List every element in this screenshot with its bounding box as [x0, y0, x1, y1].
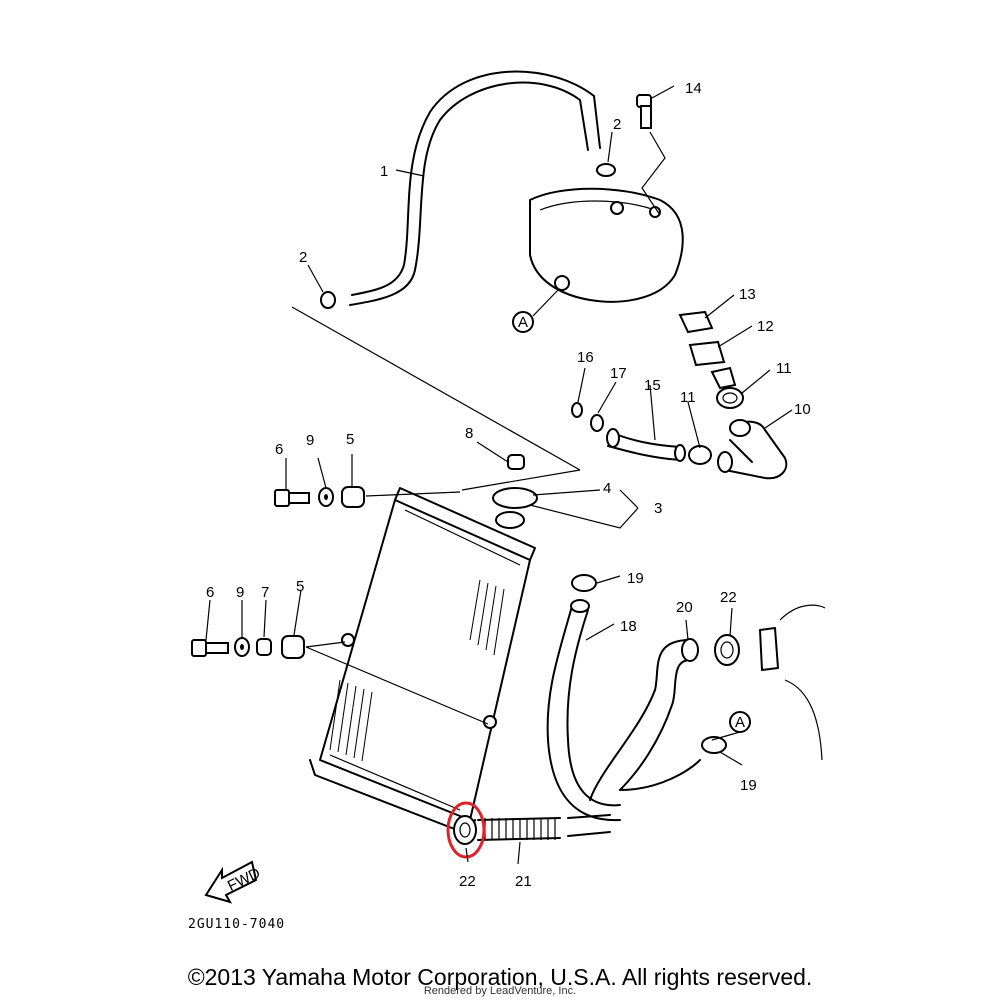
leader-lines — [205, 85, 793, 865]
bolt-6-upper — [274, 489, 310, 507]
overflow-hose — [349, 70, 601, 306]
callout-labels: 1 2 2 3 4 5 5 6 6 7 8 9 9 10 11 11 12 13… — [206, 80, 811, 890]
hose-10 — [717, 419, 788, 480]
radiator-cap-4 — [492, 487, 538, 529]
engine-outlet-fitting — [759, 604, 826, 761]
coolant-reservoir-tank — [529, 187, 684, 303]
svg-text:A: A — [518, 314, 528, 331]
damper-8 — [507, 454, 525, 470]
collar-7 — [256, 638, 272, 656]
reference-marker-a-upper: A — [512, 289, 559, 333]
callout-2: 2 — [299, 249, 307, 266]
callout-18: 18 — [620, 618, 637, 635]
callout-11: 11 — [776, 360, 792, 377]
callout-9: 9 — [306, 432, 314, 449]
pipe-15 — [606, 428, 686, 462]
hose-clamp-19-upper — [571, 574, 597, 592]
grommet-5-upper — [341, 486, 365, 508]
callout-20: 20 — [676, 599, 693, 616]
callout-16: 16 — [577, 349, 594, 366]
callout-13: 13 — [739, 286, 756, 303]
callout-22: 22 — [720, 589, 737, 606]
callout-19: 19 — [740, 777, 757, 794]
highlight-ring — [446, 801, 486, 859]
reference-marker-a-lower: A — [729, 711, 751, 733]
render-credit: Rendered by LeadVenture, Inc. — [423, 985, 577, 997]
o-ring-16 — [571, 402, 583, 418]
callout-21: 21 — [515, 873, 532, 890]
hose-clamp-19-lower — [701, 736, 727, 754]
callout-5: 5 — [296, 578, 304, 595]
plate-12 — [688, 340, 726, 367]
hose-clamp-11-upper — [716, 387, 744, 409]
callout-22: 22 — [459, 873, 476, 890]
callout-4: 4 — [603, 480, 611, 497]
callout-8: 8 — [465, 425, 473, 442]
gasket-13 — [678, 310, 714, 334]
washer-9-upper — [318, 487, 334, 507]
callout-19: 19 — [627, 570, 644, 587]
callout-9: 9 — [236, 584, 244, 601]
hose-clamp-22-upper — [714, 634, 740, 666]
callout-2: 2 — [613, 116, 621, 133]
hose-clip-2-upper — [596, 163, 616, 177]
copyright-notice: ©2013 Yamaha Motor Corporation, U.S.A. A… — [187, 964, 813, 990]
callout-1: 1 — [380, 163, 388, 180]
callout-15: 15 — [644, 377, 661, 394]
pipe-20 — [589, 638, 701, 801]
callout-11: 11 — [680, 389, 696, 406]
callout-5: 5 — [346, 431, 354, 448]
callout-17: 17 — [610, 365, 627, 382]
callout-6: 6 — [206, 584, 214, 601]
hose-clamp-22-lower — [453, 815, 477, 845]
callout-14: 14 — [685, 80, 702, 97]
hose-clip-2-lower — [320, 291, 336, 309]
callout-10: 10 — [794, 401, 811, 418]
bolt-14 — [636, 94, 652, 129]
hose-21 — [477, 814, 611, 841]
hose-18 — [546, 599, 621, 822]
fwd-arrow-icon: FWD — [204, 860, 263, 904]
grommet-5-lower — [281, 635, 305, 659]
elbow-fitting — [710, 366, 737, 390]
callout-3: 3 — [654, 500, 662, 517]
washer-9-lower — [234, 637, 250, 657]
radiator-assembly — [309, 487, 536, 836]
callout-7: 7 — [261, 584, 269, 601]
leader-14-tank — [641, 131, 666, 216]
callout-12: 12 — [757, 318, 774, 335]
diagram-reference-code: 2GU110-7040 — [188, 917, 285, 932]
bolt-6-lower — [191, 639, 229, 657]
svg-text:A: A — [735, 714, 745, 731]
o-ring-17 — [590, 414, 604, 432]
callout-6: 6 — [275, 441, 283, 458]
hose-clamp-11-lower — [688, 445, 712, 465]
